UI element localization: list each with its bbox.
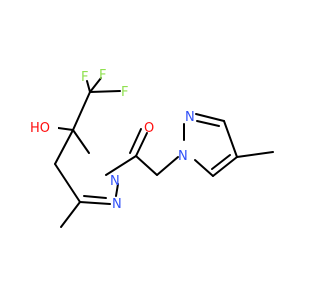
bond-carbonyl-o (135, 132, 148, 157)
bond-c5prime-n1prime (194, 159, 214, 177)
fluorine-left-label: F (81, 70, 88, 85)
bond-c3-n2 (79, 201, 111, 205)
bond-c4prime-c5prime-double (211, 154, 231, 170)
bond-c5-cf3 (72, 91, 91, 131)
bond-carbonyl-o-double (129, 128, 142, 154)
bond-n1-carbonyl (105, 155, 137, 176)
fluorine-right-label: F (121, 85, 128, 100)
bond-c4-c3 (54, 163, 81, 203)
bond-c5-c4 (54, 129, 74, 165)
ring1-n-upper-label: N (110, 174, 120, 189)
bond-c4prime-methyl (236, 151, 274, 158)
bond-carbonyl-ch2 (135, 155, 158, 176)
ring1-n-lower-label: N (112, 197, 122, 212)
bond-c4prime-c5prime (212, 156, 238, 177)
bond-c3-methyl (60, 201, 81, 228)
bond-n2prime-c3prime (195, 113, 225, 122)
molecule-structure: HO F F F N N O N N (28, 68, 274, 228)
bond-ch2-n1prime (156, 156, 179, 176)
ring2-n-upper-label: N (185, 110, 195, 125)
ring2-n-lower-label: N (178, 149, 188, 164)
bond-c5-f-right (89, 90, 121, 93)
bond-c5-n1 (72, 129, 90, 154)
bonds (50, 77, 274, 228)
bond-c5-f-left (86, 80, 91, 93)
bond-n2prime-c3prime-double (196, 120, 220, 127)
bond-n2-n1 (115, 183, 119, 197)
fluorine-top-label: F (99, 68, 106, 83)
atom-labels: HO F F F N N O N N (28, 68, 195, 212)
hydroxyl-label: HO (30, 121, 50, 136)
bond-c3prime-c4prime (223, 120, 238, 158)
carbonyl-oxygen-label: O (144, 121, 154, 136)
bond-c3-n2-double (83, 195, 107, 199)
bond-c5-f-top (89, 77, 102, 93)
